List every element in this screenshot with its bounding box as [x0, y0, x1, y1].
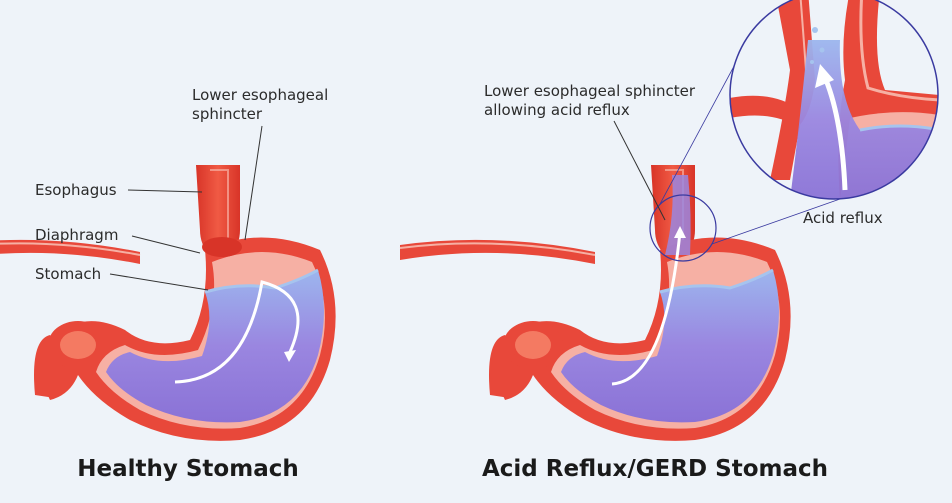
- gerd-stomach-illustration: [398, 54, 841, 443]
- zoom-detail: [729, 0, 939, 200]
- gerd-sphincter-label-line2: allowing acid reflux: [484, 101, 630, 119]
- gerd-labels: Lower esophageal sphincter allowing acid…: [484, 82, 883, 227]
- esophagus-leader: [127, 189, 203, 193]
- zoom-source-circle: [649, 194, 717, 262]
- healthy-sphincter-leader: [244, 125, 263, 241]
- zoom-connector-top: [659, 54, 741, 205]
- circulation-arrowhead: [284, 350, 296, 362]
- reflux-arrowhead: [674, 226, 686, 238]
- diaphragm-label: Diaphragm: [35, 226, 118, 244]
- circulation-arrow: [174, 280, 300, 384]
- healthy-sphincter-label-line2: sphincter: [192, 105, 263, 123]
- zoom-ring: [729, 0, 939, 200]
- healthy-sphincter-label-line1: Lower esophageal: [192, 86, 328, 104]
- acid-reflux-label: Acid reflux: [803, 209, 883, 227]
- reflux-arrow: [611, 231, 682, 386]
- gerd-sphincter-leader: [613, 120, 666, 221]
- diaphragm-leader: [131, 235, 201, 254]
- stomach-label: Stomach: [35, 265, 101, 283]
- healthy-stomach-illustration: [0, 163, 338, 443]
- stomach-leader: [109, 273, 209, 291]
- gerd-caption: Acid Reflux/GERD Stomach: [482, 456, 828, 482]
- zoom-connector-bottom: [711, 198, 841, 245]
- healthy-labels: Lower esophageal sphincter Esophagus Dia…: [35, 86, 328, 291]
- gerd-sphincter-label-line1: Lower esophageal sphincter: [484, 82, 696, 100]
- esophagus-label: Esophagus: [35, 181, 117, 199]
- healthy-sphincter: [202, 237, 242, 257]
- healthy-caption: Healthy Stomach: [77, 456, 298, 482]
